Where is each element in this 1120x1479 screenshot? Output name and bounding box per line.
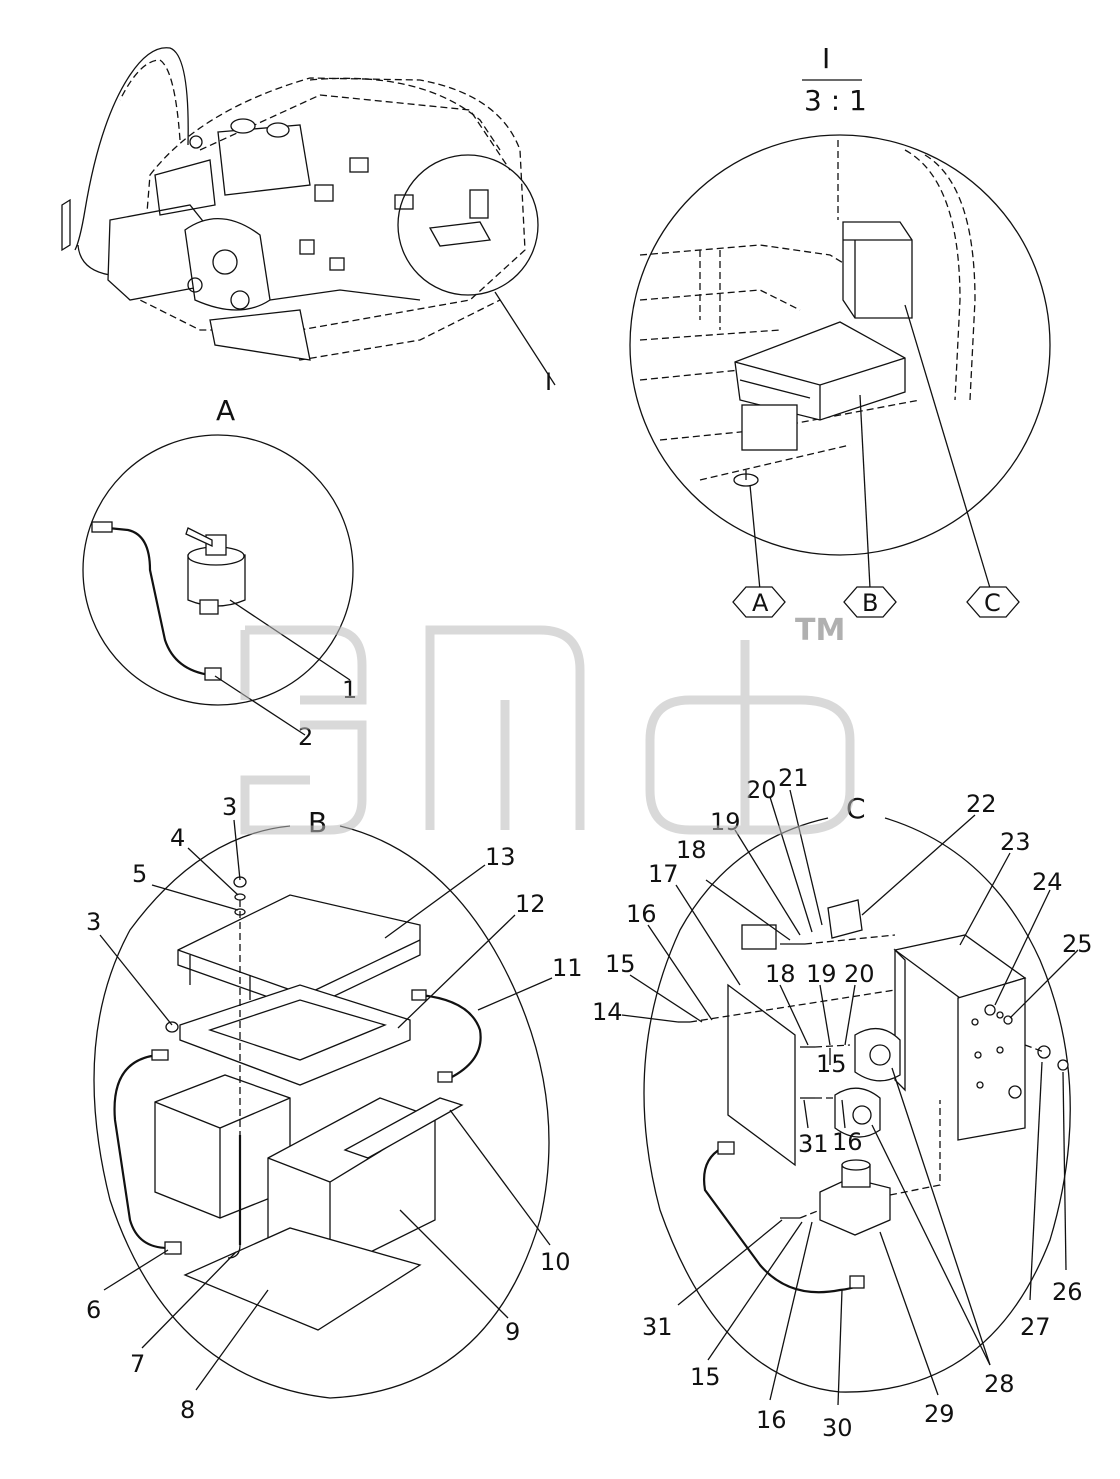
part-label-29: 29 xyxy=(924,1400,955,1428)
part-label-23: 23 xyxy=(1000,828,1031,856)
part-label-10: 10 xyxy=(540,1248,571,1276)
part-label-16a: 16 xyxy=(626,900,657,928)
view-a: A 1 2 xyxy=(82,394,357,751)
trademark-mark: TM xyxy=(795,613,845,648)
part-label-8: 8 xyxy=(180,1396,195,1424)
part-label-28: 28 xyxy=(984,1370,1015,1398)
part-label-9: 9 xyxy=(505,1318,520,1346)
part-label-17: 17 xyxy=(648,860,679,888)
part-label-31a: 31 xyxy=(798,1130,829,1158)
part-label-31b: 31 xyxy=(642,1313,673,1341)
part-label-27: 27 xyxy=(1020,1313,1051,1341)
part-label-30: 30 xyxy=(822,1414,853,1442)
part-label-4: 4 xyxy=(170,824,185,852)
part-label-14: 14 xyxy=(592,998,623,1026)
callout-a: A xyxy=(732,586,786,618)
part-label-7: 7 xyxy=(130,1350,145,1378)
svg-text:B: B xyxy=(862,589,878,617)
part-label-13: 13 xyxy=(485,843,516,871)
part-label-5: 5 xyxy=(132,860,147,888)
part-label-15c: 15 xyxy=(690,1363,721,1391)
part-label-20b: 20 xyxy=(844,960,875,988)
watermark-logo: TM xyxy=(240,613,855,835)
callout-c: C xyxy=(966,586,1020,618)
view-a-title: A xyxy=(216,394,235,427)
part-label-11: 11 xyxy=(552,954,583,982)
part-label-16c: 16 xyxy=(756,1406,787,1434)
part-label-20: 20 xyxy=(746,776,777,804)
callout-b: B xyxy=(843,586,897,618)
detail-leader-label: I xyxy=(545,368,552,396)
part-label-16b: 16 xyxy=(832,1128,863,1156)
detail-scale: 3 : 1 xyxy=(804,84,867,117)
part-label-21: 21 xyxy=(778,764,809,792)
part-label-18b: 18 xyxy=(765,960,796,988)
part-label-3b: 3 xyxy=(86,908,101,936)
part-label-3a: 3 xyxy=(222,793,237,821)
part-label-19b: 19 xyxy=(806,960,837,988)
view-b: B xyxy=(86,793,583,1424)
part-label-18a: 18 xyxy=(676,836,707,864)
svg-text:A: A xyxy=(752,589,769,617)
part-label-25: 25 xyxy=(1062,930,1093,958)
part-label-12: 12 xyxy=(515,890,546,918)
overview-assembly: I xyxy=(61,47,556,396)
svg-text:C: C xyxy=(984,589,1001,617)
view-c: C xyxy=(592,764,1093,1442)
part-label-24: 24 xyxy=(1032,868,1063,896)
part-label-6: 6 xyxy=(86,1296,101,1324)
part-label-2: 2 xyxy=(298,723,313,751)
detail-title: I xyxy=(822,42,830,75)
part-label-15b: 15 xyxy=(816,1050,847,1078)
detail-view-i: I 3 : 1 A xyxy=(629,42,1051,618)
part-label-26: 26 xyxy=(1052,1278,1083,1306)
part-label-15a: 15 xyxy=(605,950,636,978)
part-label-22: 22 xyxy=(966,790,997,818)
